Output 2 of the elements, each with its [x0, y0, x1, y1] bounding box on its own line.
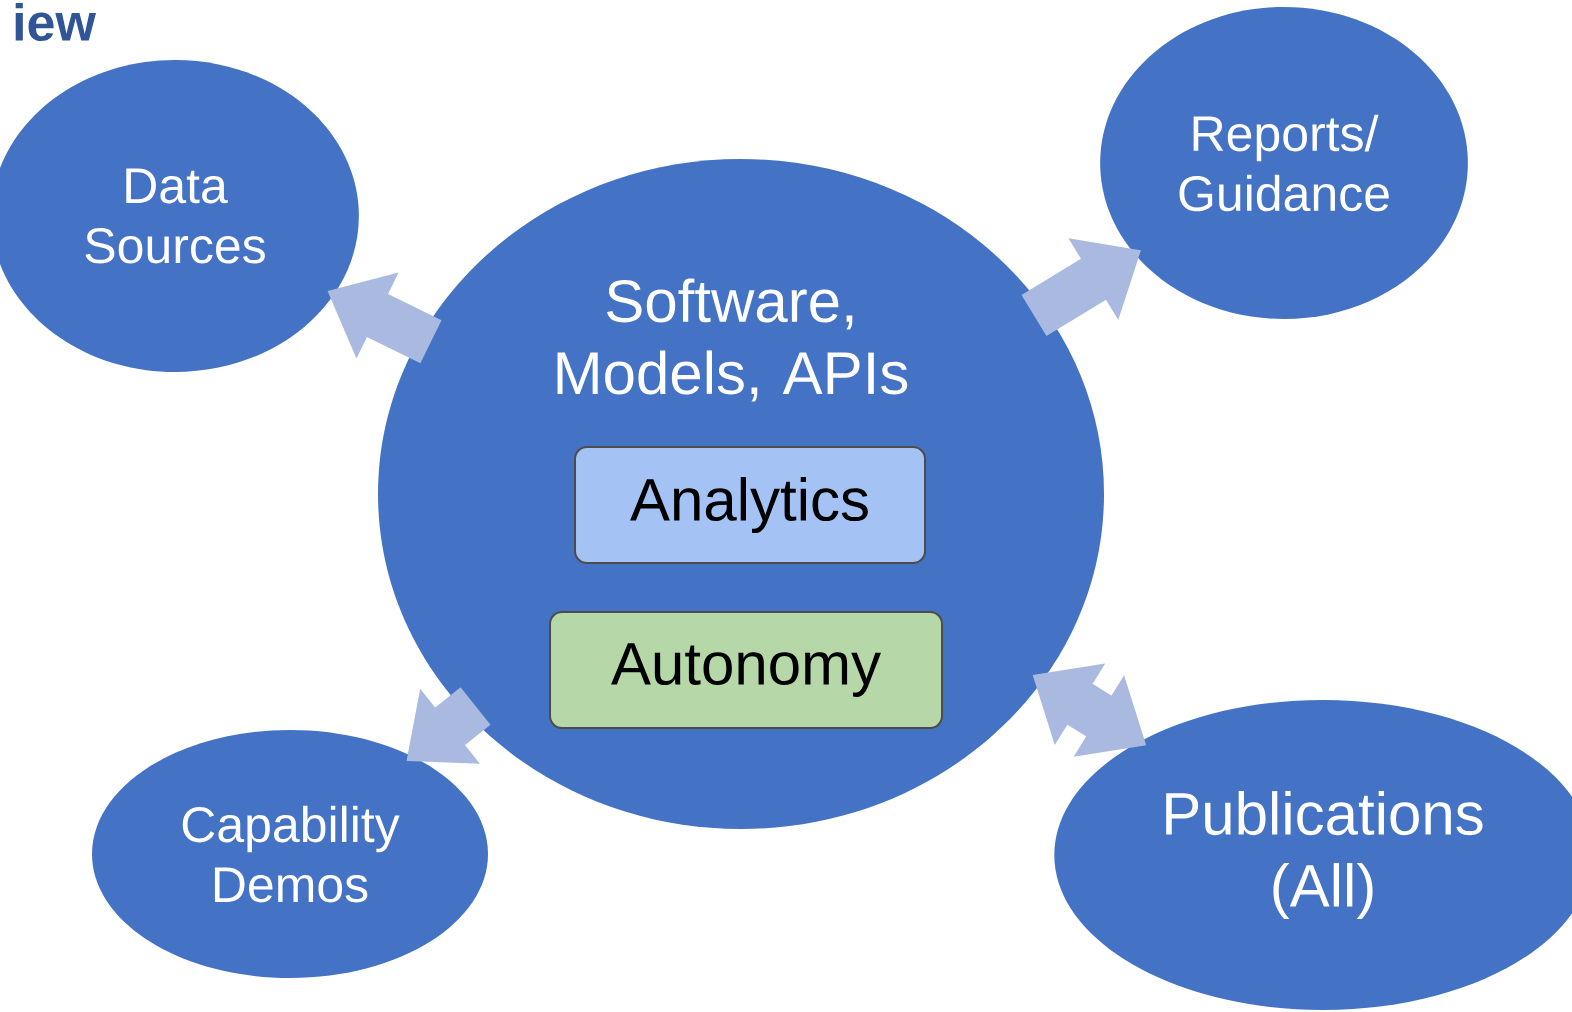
label-box: Autonomy	[549, 611, 943, 729]
label-box: Analytics	[574, 446, 926, 564]
